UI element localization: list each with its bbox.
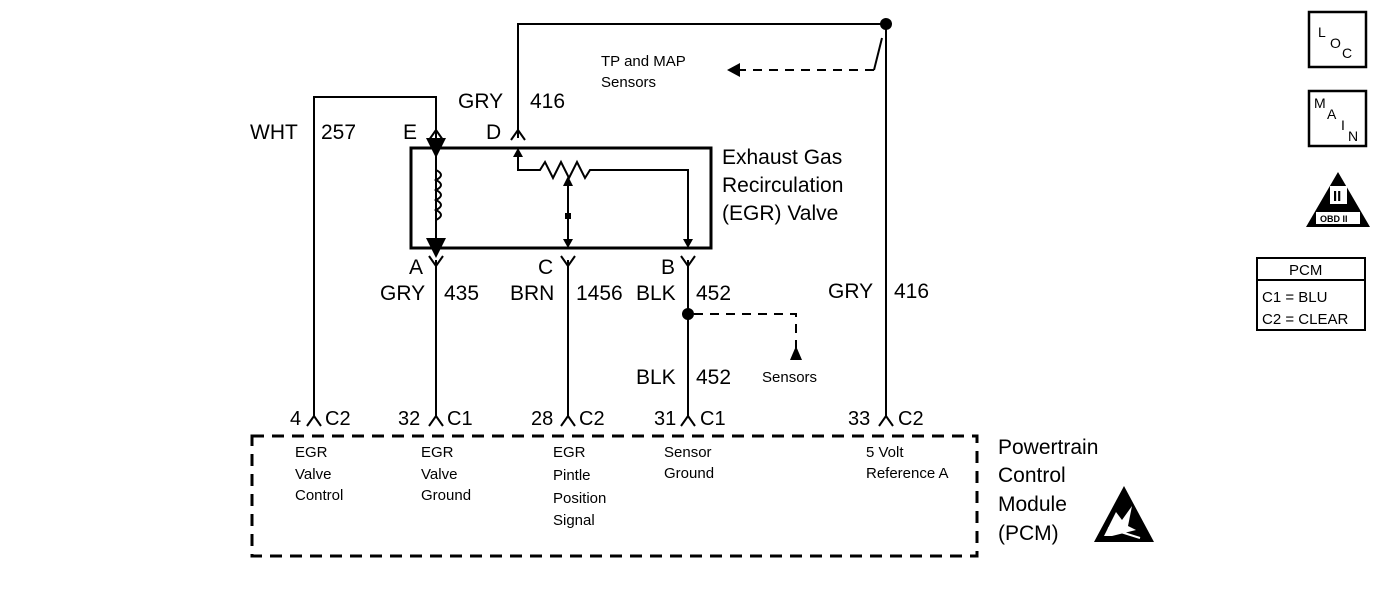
valve-name-line-2: Recirculation	[722, 174, 843, 197]
valve-name-line-3: (EGR) Valve	[722, 202, 838, 225]
gry416-right-color: GRY	[828, 280, 873, 303]
blk452-lower-circuit: 452	[696, 366, 731, 389]
loc-c: C	[1342, 45, 1352, 61]
pcm-pin-31-number: 31	[654, 408, 676, 430]
gry416-right-circuit: 416	[894, 280, 929, 303]
pcm-desc-31-2: Ground	[664, 465, 714, 482]
obd-label: OBD II	[1320, 214, 1348, 224]
valve-name-line-1: Exhaust Gas	[722, 146, 842, 169]
main-a: A	[1327, 106, 1337, 122]
pcm-connectors	[306, 414, 894, 427]
gry435-color: GRY	[380, 282, 425, 305]
pcm-name-line-1: Powertrain	[998, 436, 1098, 459]
obd-ii-icon[interactable]: II OBD II	[1306, 172, 1370, 227]
pcm-desc-28-2: Pintle	[553, 467, 591, 484]
wire-wht-257	[313, 96, 437, 416]
pin-d: D	[486, 121, 501, 144]
pin-b: B	[661, 256, 675, 279]
sensors-reference-line	[694, 313, 797, 348]
blk452-upper-color: BLK	[636, 282, 676, 305]
pcm-desc-28-3: Position	[553, 490, 606, 507]
pcm-name-line-2: Control	[998, 464, 1066, 487]
pcm-desc-28-1: EGR	[553, 444, 586, 461]
blk452-upper-circuit: 452	[696, 282, 731, 305]
pcm-pin-28-number: 28	[531, 408, 553, 430]
pcm-desc-32-1: EGR	[421, 444, 454, 461]
tp-map-label-1: TP and MAP	[601, 53, 686, 70]
pcm-pin-4-connector: C2	[325, 408, 351, 430]
pcm-name-line-3: Module	[998, 493, 1067, 516]
pin-c: C	[538, 256, 553, 279]
pin-a: A	[409, 256, 423, 279]
pcm-name-line-4: (PCM)	[998, 522, 1059, 545]
loc-o: O	[1330, 35, 1341, 51]
tp-map-label-2: Sensors	[601, 74, 656, 91]
pcm-pin-32-connector: C1	[447, 408, 473, 430]
main-m: M	[1314, 95, 1326, 111]
brn1456-circuit: 1456	[576, 282, 623, 305]
valve-connectors	[428, 128, 696, 268]
pcm-legend-title: PCM	[1289, 262, 1322, 279]
egr-valve-box	[409, 146, 713, 250]
pcm-desc-4-1: EGR	[295, 444, 328, 461]
main-n: N	[1348, 128, 1358, 144]
pcm-desc-32-2: Valve	[421, 466, 457, 483]
pcm-desc-32-3: Ground	[421, 487, 471, 504]
wht-circuit: 257	[321, 121, 356, 144]
gry416-top-color: GRY	[458, 90, 503, 113]
pcm-desc-33-1: 5 Volt	[866, 444, 904, 461]
pcm-desc-4-3: Control	[295, 487, 343, 504]
splice-top	[880, 18, 892, 30]
pin-e: E	[403, 121, 417, 144]
potentiometer	[517, 150, 689, 246]
wire-gry-416	[517, 23, 887, 416]
obd-numeral: II	[1333, 188, 1341, 205]
loc-l: L	[1318, 24, 1326, 40]
pcm-box	[250, 434, 979, 558]
wht-color: WHT	[250, 121, 298, 144]
pcm-pin-4-number: 4	[290, 408, 301, 430]
pcm-pin-32-number: 32	[398, 408, 420, 430]
pcm-desc-33-2: Reference A	[866, 465, 949, 482]
main-i: I	[1341, 117, 1345, 133]
esd-warning-icon	[1094, 486, 1154, 542]
pcm-legend-row-1: C1 = BLU	[1262, 289, 1327, 306]
blk452-lower-color: BLK	[636, 366, 676, 389]
pcm-pin-33-connector: C2	[898, 408, 924, 430]
pcm-legend: PCM C1 = BLU C2 = CLEAR	[1256, 257, 1366, 331]
pcm-desc-31-1: Sensor	[664, 444, 712, 461]
pcm-pin-28-connector: C2	[579, 408, 605, 430]
pcm-legend-row-2: C2 = CLEAR	[1262, 311, 1348, 328]
pcm-desc-28-4: Signal	[553, 512, 595, 529]
loc-icon[interactable]: L O C	[1307, 10, 1368, 69]
gry435-circuit: 435	[444, 282, 479, 305]
main-icon[interactable]: M A I N	[1307, 89, 1368, 148]
pcm-pin-33-number: 33	[848, 408, 870, 430]
pcm-pin-31-connector: C1	[700, 408, 726, 430]
solenoid-coil	[433, 169, 442, 221]
sensors-label: Sensors	[762, 369, 817, 386]
brn1456-color: BRN	[510, 282, 554, 305]
splice-blk	[682, 308, 694, 320]
pcm-desc-4-2: Valve	[295, 466, 331, 483]
gry416-top-circuit: 416	[530, 90, 565, 113]
